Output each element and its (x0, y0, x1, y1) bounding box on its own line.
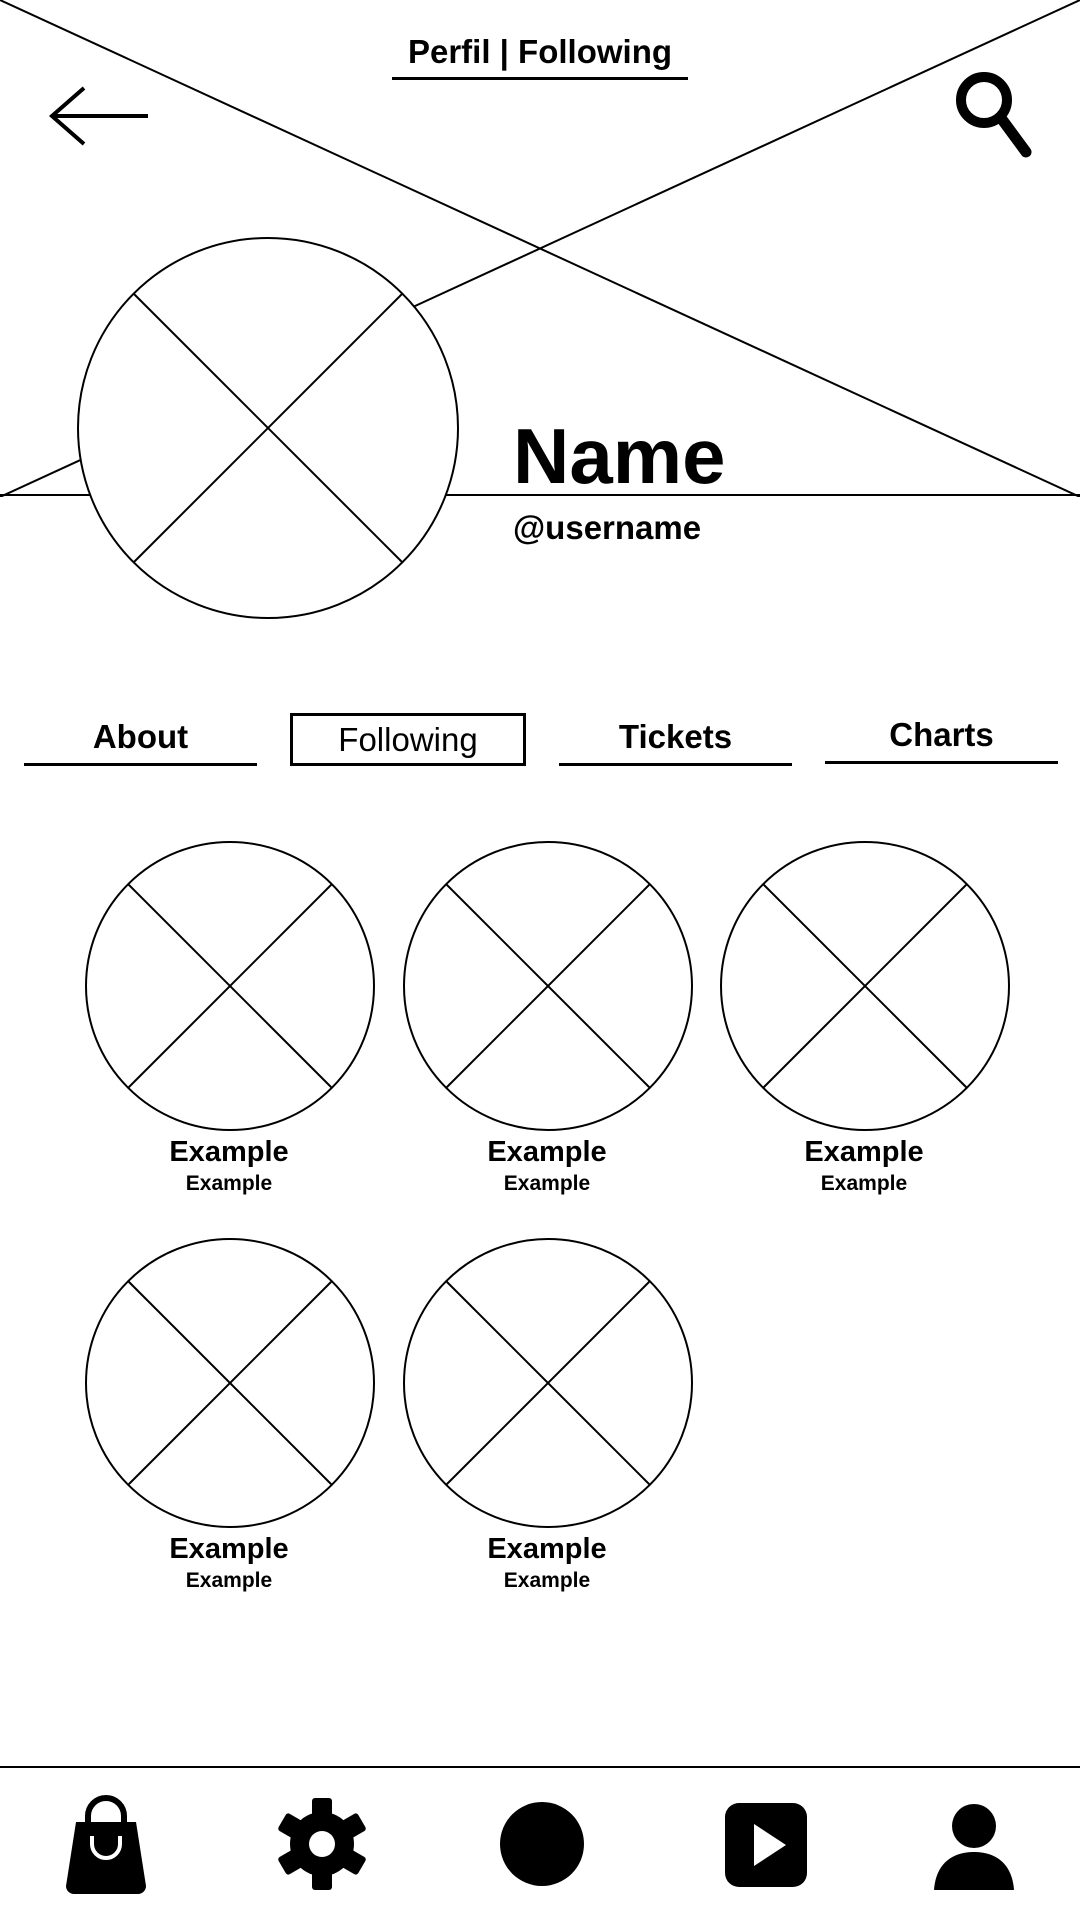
following-item-title: Example (804, 1136, 924, 1168)
nav-settings-button[interactable] (274, 1792, 370, 1896)
bottom-nav-bar (0, 1766, 1080, 1920)
tab-tickets[interactable]: Tickets (559, 710, 792, 766)
following-avatar (403, 1238, 693, 1528)
nav-play-button[interactable] (718, 1792, 814, 1896)
following-avatar (720, 841, 1010, 1131)
following-item-subtitle: Example (503, 1569, 591, 1592)
user-icon (934, 1804, 1014, 1890)
following-avatar (403, 841, 693, 1131)
following-item[interactable]: Example Example (79, 840, 379, 1200)
tab-following[interactable]: Following (290, 713, 526, 766)
tab-charts[interactable]: Charts (825, 708, 1058, 764)
following-item-subtitle: Example (185, 1172, 273, 1195)
following-item-subtitle: Example (820, 1172, 908, 1195)
search-button[interactable] (952, 68, 1032, 160)
circle-icon (500, 1802, 584, 1886)
following-avatar (85, 1238, 375, 1528)
following-avatar (85, 841, 375, 1131)
profile-avatar (77, 237, 459, 619)
following-item-title: Example (487, 1533, 607, 1565)
nav-home-button[interactable] (494, 1792, 590, 1896)
play-icon (725, 1803, 807, 1887)
following-item[interactable]: Example Example (397, 840, 697, 1200)
profile-username: @username (513, 509, 702, 546)
gear-icon (278, 1798, 366, 1890)
following-item[interactable]: Example Example (714, 840, 1014, 1200)
following-item[interactable]: Example Example (79, 1237, 379, 1597)
following-item-subtitle: Example (185, 1569, 273, 1592)
following-item-title: Example (487, 1136, 607, 1168)
nav-shop-button[interactable] (58, 1792, 154, 1896)
following-item-title: Example (169, 1533, 289, 1565)
back-arrow-icon (48, 86, 148, 146)
following-item-subtitle: Example (503, 1172, 591, 1195)
following-item[interactable]: Example Example (397, 1237, 697, 1597)
nav-profile-button[interactable] (926, 1792, 1022, 1896)
search-icon (956, 72, 1032, 158)
following-item-title: Example (169, 1136, 289, 1168)
back-button[interactable] (44, 82, 154, 146)
profile-name: Name (513, 412, 726, 500)
page-title: Perfil | Following (392, 24, 688, 80)
shopping-bag-icon (66, 1795, 146, 1894)
tab-about[interactable]: About (24, 710, 257, 766)
